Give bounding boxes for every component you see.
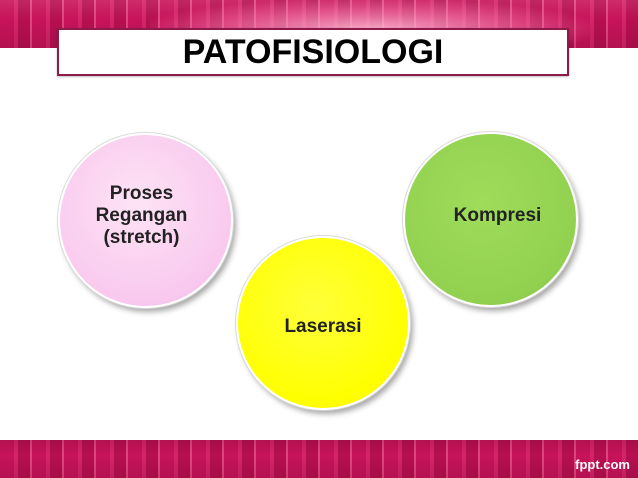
- circle-kompresi: Kompresi: [403, 132, 578, 307]
- circle-laserasi: Laserasi: [236, 236, 410, 410]
- circle-proses-regangan: Proses Regangan (stretch): [58, 133, 233, 308]
- bottom-decorative-band: fppt.com: [0, 440, 638, 478]
- circle-label-proses-regangan: Proses Regangan (stretch): [95, 182, 188, 248]
- title-box: PATOFISIOLOGI: [57, 28, 569, 76]
- watermark-text: fppt.com: [575, 457, 630, 472]
- circle-label-kompresi: Kompresi: [453, 204, 542, 226]
- circle-label-laserasi: Laserasi: [284, 316, 362, 337]
- slide-title: PATOFISIOLOGI: [182, 33, 444, 71]
